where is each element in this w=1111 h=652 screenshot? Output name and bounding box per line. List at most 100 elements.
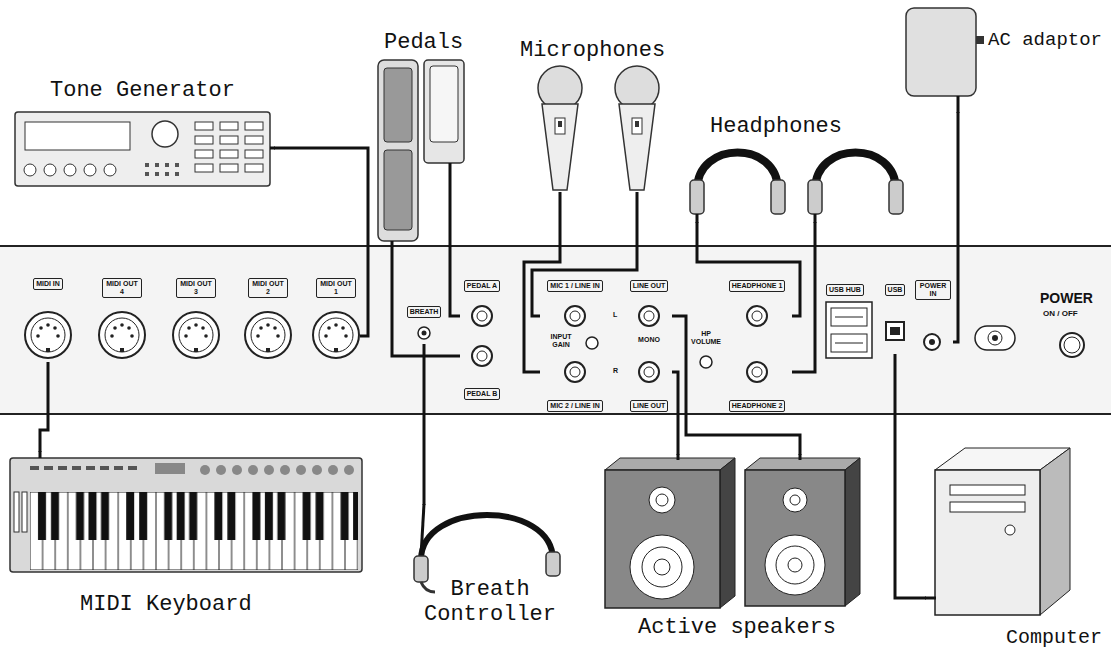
midi-sockets-part — [313, 312, 359, 358]
cord-clamp-part — [975, 326, 1015, 350]
knob-label: HP VOLUME — [690, 330, 722, 346]
tone-generator-drawing-part — [145, 163, 149, 167]
ac-adaptor-drawing-part — [976, 36, 984, 44]
keyboard-drawing-part — [155, 463, 185, 474]
midi-sockets — [25, 312, 359, 358]
computer-drawing-part — [950, 502, 1025, 512]
tone-generator-drawing-part — [245, 136, 263, 144]
usb-hub-port-part — [826, 302, 872, 358]
jack-label: BREATH — [407, 306, 442, 318]
tone-generator-drawing-part — [84, 164, 96, 176]
pedal-drawing-part — [384, 150, 412, 230]
speaker-drawing-part — [649, 487, 675, 513]
keyboard-drawing-part — [30, 492, 358, 570]
line-out-jack: LINE OUT — [626, 358, 672, 412]
microphone-drawing-part — [555, 118, 565, 134]
microphone-drawing — [538, 66, 659, 190]
jack-label: PEDAL B — [464, 388, 501, 400]
power-button — [1060, 333, 1084, 357]
headphone-drawing-part — [696, 214, 699, 223]
breath-controller-drawing-part — [546, 552, 560, 576]
tone-generator-drawing-part — [245, 164, 263, 172]
ac-adaptor: AC adaptor — [896, 4, 1108, 112]
ac-adaptor-drawing-part — [906, 8, 976, 96]
jack-label: MIDI OUT 3 — [176, 278, 216, 298]
speaker-drawing-part — [776, 546, 814, 584]
keyboard-drawing-part — [72, 466, 81, 470]
speaker-drawing-part — [720, 458, 735, 608]
keyboard-drawing-part — [312, 465, 322, 475]
power-socket-part — [924, 334, 940, 350]
midi-out-jack: MIDI OUT 1 — [312, 278, 360, 362]
jack-sockets-part — [639, 362, 659, 382]
jack-sockets-part — [747, 306, 767, 326]
tone-generator-drawing-part — [165, 163, 169, 167]
usb-port-part — [886, 322, 904, 340]
tone-generator-drawing-part — [145, 172, 149, 176]
jack-label: MIC 1 / LINE IN — [547, 280, 602, 292]
microphones: Microphones — [514, 36, 670, 192]
speaker-drawing-part — [790, 495, 800, 505]
knobs-part — [586, 337, 598, 349]
jack-sockets — [418, 306, 767, 382]
breath-controller: Breath Controller — [404, 505, 564, 633]
channel-label: R — [613, 367, 618, 375]
keyboard-drawing-part — [22, 492, 27, 532]
tone-generator-drawing-part — [175, 172, 179, 176]
pedal-drawing — [378, 60, 464, 247]
headphone-drawing-part — [815, 153, 896, 191]
midi-sockets-part — [99, 312, 145, 358]
mono-label: MONO — [634, 336, 664, 344]
speaker-drawing-part — [630, 535, 694, 599]
pedals: Pedals — [372, 28, 472, 246]
jack-sockets-part — [418, 327, 430, 339]
keyboard-drawing-part — [344, 465, 354, 475]
tone-generator-drawing-part — [24, 164, 36, 176]
tone-generator-drawing-part — [220, 136, 238, 144]
jack-sockets-part — [422, 331, 427, 336]
jack-label: MIDI OUT 2 — [248, 278, 288, 298]
midi-out-jack: MIDI OUT 4 — [96, 278, 148, 362]
tone-generator: Tone Generator — [10, 76, 274, 190]
cable — [274, 148, 368, 336]
jack-label: LINE OUT — [630, 280, 669, 292]
usb-hub-port-part — [835, 317, 863, 318]
microphone-drawing-part — [632, 118, 642, 134]
headphone-drawing-part — [889, 180, 903, 214]
device-label: AC adaptor — [988, 30, 1102, 52]
usb-jack: USB — [880, 284, 910, 354]
speaker-drawing-part — [605, 470, 720, 608]
pedal-jack: PEDAL B — [460, 342, 504, 400]
mic-jack: MIC 2 / LINE IN — [540, 358, 610, 412]
speaker-drawing-part — [605, 458, 735, 470]
cable — [953, 112, 958, 342]
jack-label: USB — [885, 284, 906, 296]
headphone-drawing-part — [808, 180, 822, 214]
pedal-drawing-part — [430, 66, 458, 142]
tone-generator-drawing-part — [195, 164, 213, 172]
power-button-part — [1060, 333, 1084, 357]
pedal-drawing-part — [378, 60, 418, 241]
keyboard-drawing-part — [232, 465, 242, 475]
device-label: Tone Generator — [50, 78, 235, 103]
keyboard-drawing-part — [30, 466, 39, 470]
jack-sockets-part — [565, 362, 585, 382]
computer-drawing-part — [950, 485, 1025, 495]
computer-drawing-part — [925, 597, 936, 600]
tone-generator-drawing-part — [64, 164, 76, 176]
usb-port-part — [890, 327, 900, 335]
keyboard-drawing-part — [216, 465, 226, 475]
cable — [40, 362, 48, 452]
computer: Computer — [926, 440, 1108, 650]
midi-sockets-part — [25, 312, 71, 358]
tone-generator-drawing-part — [220, 150, 238, 158]
device-label: Active speakers — [638, 615, 836, 640]
channel-label: L — [613, 311, 617, 319]
pedal-jack: PEDAL A — [460, 280, 504, 328]
power-in-jack: POWER IN — [913, 280, 953, 358]
speaker-drawing-part — [788, 558, 802, 572]
ac-adaptor-drawing — [906, 8, 984, 113]
jack-label: MIDI IN — [33, 278, 63, 290]
speaker-drawing-part — [783, 488, 807, 512]
